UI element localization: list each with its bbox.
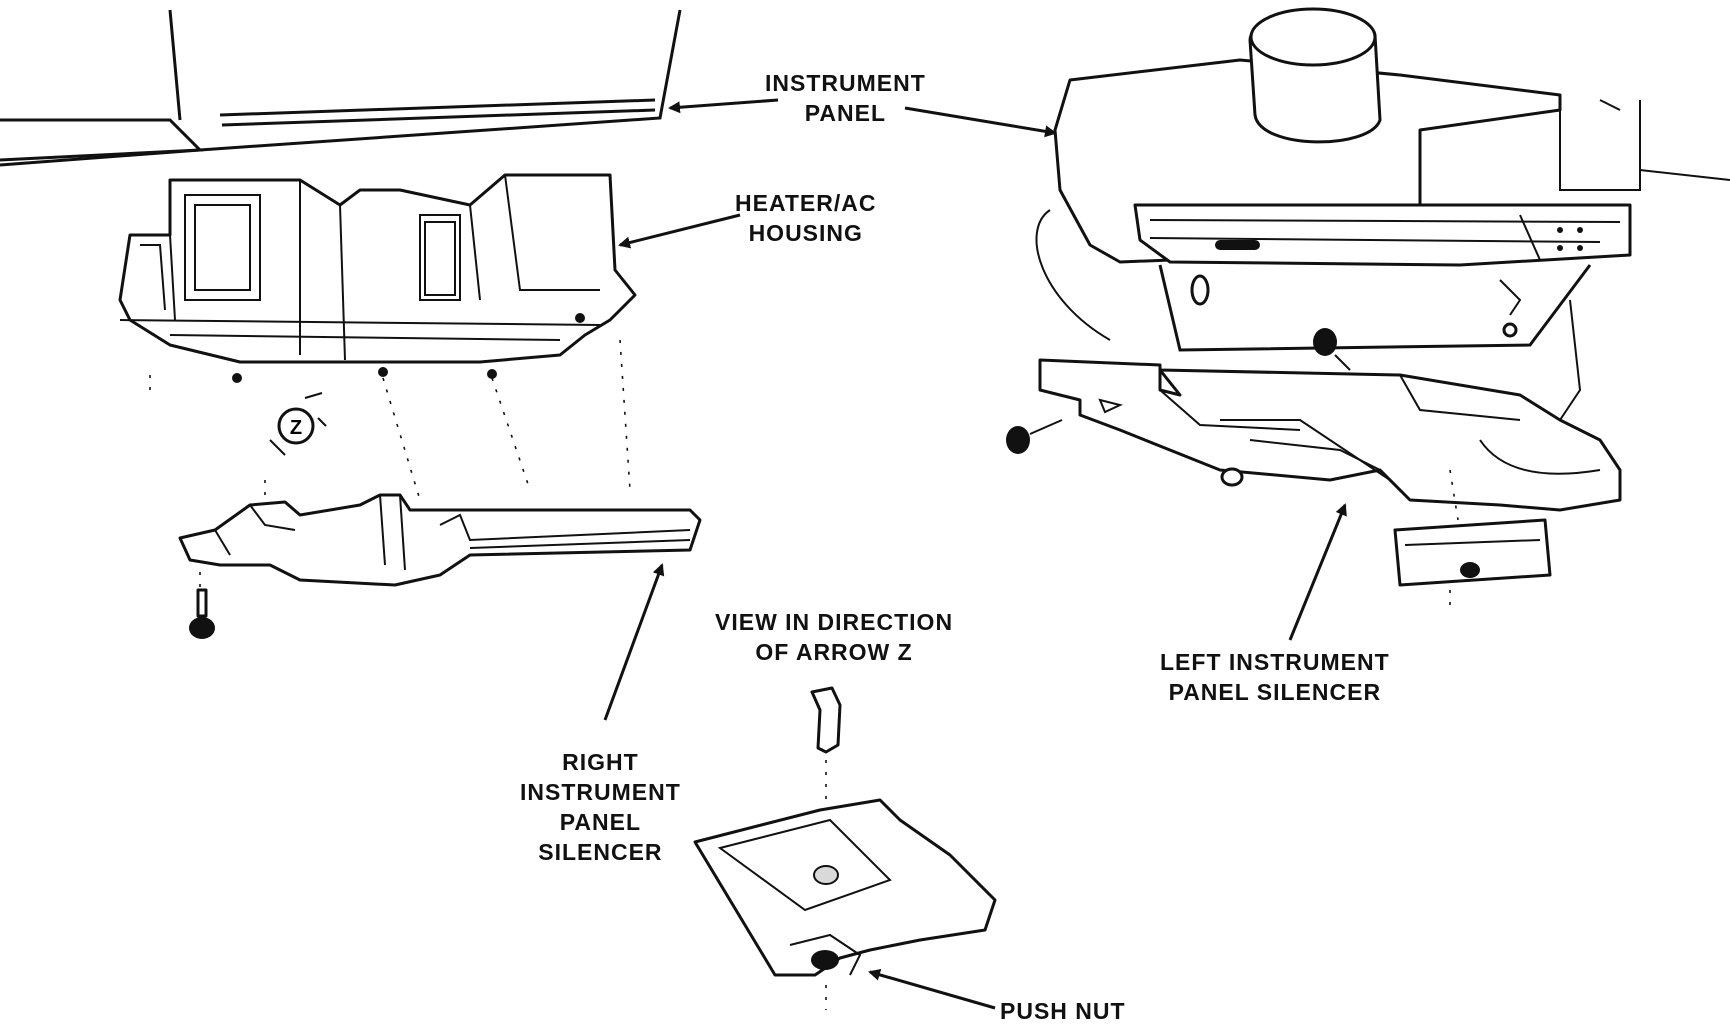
heater-ac-housing xyxy=(120,175,635,383)
label-instrument-panel: INSTRUMENT PANEL xyxy=(765,68,926,128)
screw-left xyxy=(189,590,215,639)
screw-right-lower xyxy=(1006,420,1062,454)
left-instrument-panel-silencer xyxy=(1040,360,1620,510)
right-instrument-panel-silencer xyxy=(180,495,700,585)
push-nut-detail xyxy=(695,688,995,1010)
label-heater-ac-housing: HEATER/AC HOUSING xyxy=(735,188,876,248)
label-left-instrument-panel-silencer: LEFT INSTRUMENT PANEL SILENCER xyxy=(1160,647,1390,707)
instrument-panel-right xyxy=(1037,9,1730,420)
label-right-instrument-panel-silencer: RIGHT INSTRUMENT PANEL SILENCER xyxy=(520,747,681,867)
instrument-panel-left xyxy=(0,10,680,165)
arrow-z-letter: Z xyxy=(290,417,302,439)
label-view-in-direction: VIEW IN DIRECTION OF ARROW Z xyxy=(715,607,953,667)
label-push-nut: PUSH NUT xyxy=(1000,996,1126,1026)
